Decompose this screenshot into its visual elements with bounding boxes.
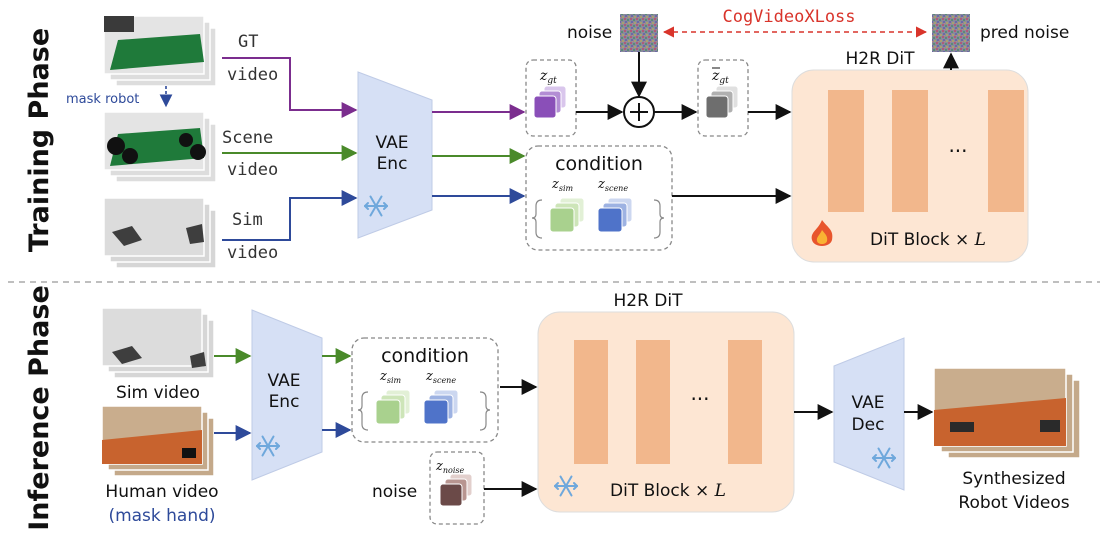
sim-video-label-1: Sim: [232, 210, 263, 230]
gt-video-label-1: GT: [238, 32, 258, 52]
noise-label-training: noise: [567, 23, 612, 43]
scene-video-label-2: video: [227, 160, 278, 180]
svg-text:znoise: znoise: [435, 459, 464, 475]
condition-box-inference: condition zsim zscene: [351, 337, 499, 443]
svg-text:DiT Block × L: DiT Block × L: [870, 230, 986, 250]
svg-text:...: ...: [690, 381, 709, 405]
z-gt-noisy-latent: zgt: [697, 59, 749, 137]
svg-text:VAE: VAE: [268, 371, 301, 391]
loss-label: CogVideoXLoss: [722, 7, 855, 27]
svg-text:condition: condition: [555, 153, 643, 175]
h2r-dit-inference: ... DiT Block × L: [537, 311, 795, 513]
svg-text:DiT Block × L: DiT Block × L: [610, 481, 726, 501]
gt-video-label-2: video: [227, 65, 278, 85]
gt-video-thumbnail: [103, 15, 217, 87]
scene-video-thumbnail: [103, 111, 217, 183]
pred-noise-label: pred noise: [980, 23, 1069, 43]
noise-image-training: [620, 14, 658, 52]
vae-decoder: VAE Dec: [833, 337, 905, 491]
add-operator: [623, 96, 655, 128]
svg-text:zgt: zgt: [711, 68, 729, 86]
output-label-1: Synthesized: [962, 469, 1065, 489]
svg-text:zsim: zsim: [379, 369, 402, 385]
mask-robot-label: mask robot: [66, 92, 139, 107]
svg-text:...: ...: [948, 133, 967, 157]
snowflake-icon: [554, 475, 578, 497]
scene-video-label-1: Scene: [222, 128, 273, 148]
z-gt-latent: zgt: [525, 59, 577, 137]
svg-text:condition: condition: [381, 345, 469, 367]
h2r-dit-title-inference: H2R DiT: [613, 291, 683, 311]
svg-text:Enc: Enc: [269, 392, 300, 412]
h2r-dit-title-training: H2R DiT: [845, 49, 915, 69]
sim-video-label-2: video: [227, 243, 278, 263]
snowflake-icon: [872, 447, 896, 469]
sim-video-thumbnail: [103, 197, 217, 269]
condition-box-training: condition zsim zscene: [525, 145, 673, 251]
svg-text:zsim: zsim: [551, 177, 574, 193]
svg-text:zgt: zgt: [539, 68, 557, 86]
inference-sim-video-label: Sim video: [116, 383, 200, 403]
svg-text:zscene: zscene: [425, 369, 456, 385]
human-video-label: Human video: [105, 482, 218, 502]
snowflake-icon: [364, 195, 388, 217]
svg-text:VAE: VAE: [852, 393, 885, 413]
svg-text:zscene: zscene: [597, 177, 628, 193]
svg-text:Dec: Dec: [852, 415, 885, 435]
noise-label-inference: noise: [372, 482, 417, 502]
z-noise-latent: znoise: [429, 451, 485, 525]
vae-encoder-inference: VAE Enc: [251, 309, 323, 481]
svg-text:VAE: VAE: [376, 133, 409, 153]
gt-arrow: [222, 57, 358, 118]
output-label-2: Robot Videos: [958, 493, 1069, 513]
inference-phase-label: Inference Phase: [24, 285, 55, 531]
inference-sim-video-thumbnail: [101, 307, 215, 379]
training-phase-label: Training Phase: [24, 28, 55, 252]
sim-arrow: [222, 190, 358, 241]
h2r-dit-training: ... DiT Block × L: [791, 69, 1029, 263]
vae-encoder-training: VAE Enc: [357, 71, 433, 239]
human-video-thumbnail: [101, 405, 215, 477]
pred-noise-image: [932, 14, 970, 52]
snowflake-icon: [256, 435, 280, 457]
mask-hand-label: (mask hand): [108, 506, 215, 526]
output-robot-video-thumbnail: [933, 367, 1081, 459]
fire-icon: [811, 220, 833, 246]
svg-text:Enc: Enc: [377, 154, 408, 174]
